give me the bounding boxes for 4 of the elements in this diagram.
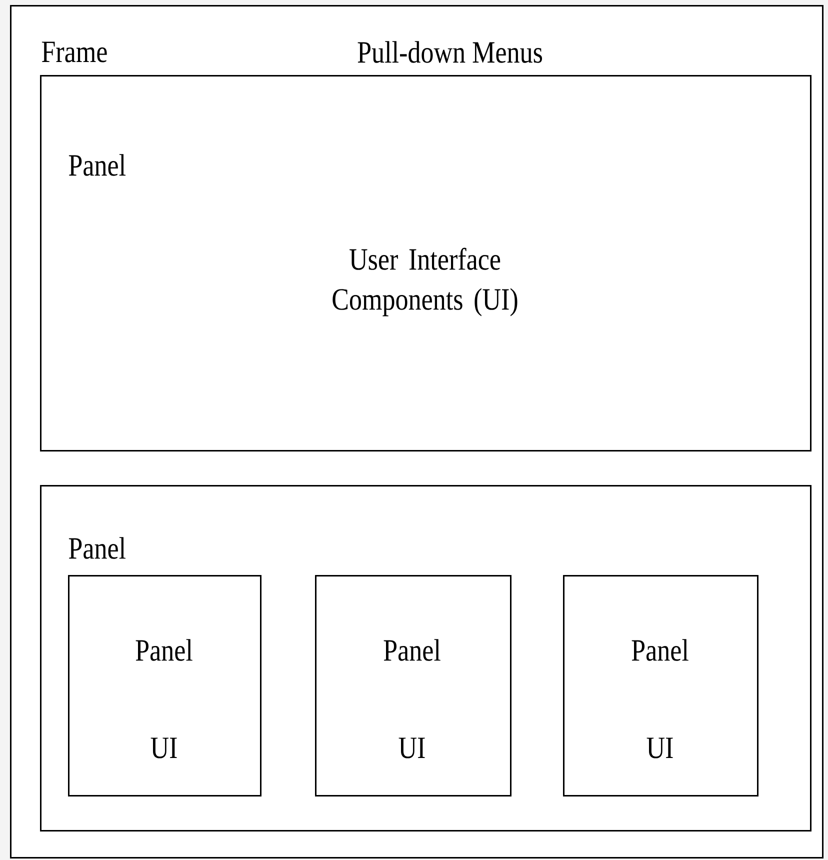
- panel-box: Panel UI: [68, 575, 262, 796]
- panel-box: Panel UI: [563, 575, 758, 796]
- panel-box: Panel UI: [315, 575, 512, 796]
- panel-box: Panel User Interface Components (UI): [40, 75, 812, 452]
